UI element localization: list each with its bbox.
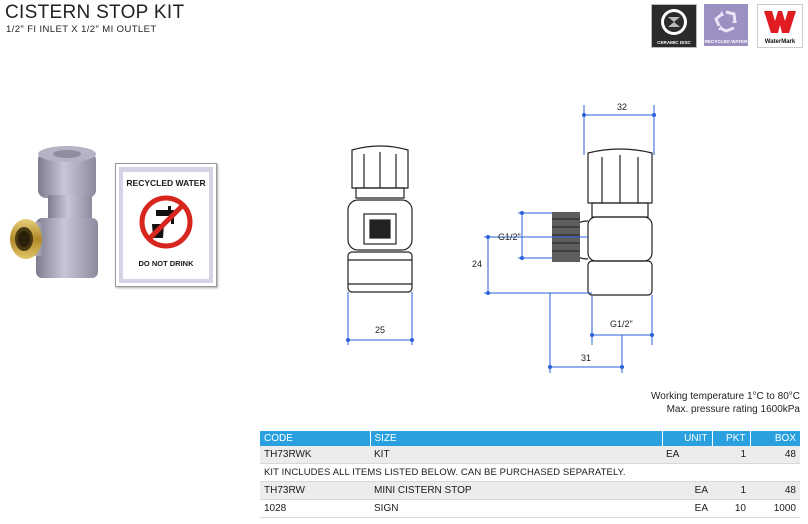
page-subtitle: 1/2" FI INLET X 1/2" MI OUTLET bbox=[6, 24, 157, 35]
dim-bottom: 31 bbox=[581, 353, 591, 363]
sign-footer: DO NOT DRINK bbox=[138, 259, 194, 268]
watermark-logo bbox=[764, 11, 796, 33]
cell-code: TH73RWK bbox=[260, 446, 370, 464]
dim-height: 24 bbox=[472, 259, 482, 269]
recycled-water-label: RECYCLED WATER bbox=[704, 39, 748, 44]
cell-unit: EA bbox=[662, 481, 712, 500]
no-drinking-icon bbox=[139, 195, 193, 249]
ceramic-disc-icon bbox=[652, 5, 696, 39]
watermark-badge: WaterMark bbox=[757, 4, 803, 48]
cell-box: 1000 bbox=[750, 499, 800, 518]
cell-code: TH73RW bbox=[260, 481, 370, 500]
cell-pkt: 10 bbox=[712, 499, 750, 518]
dim-front-width: 25 bbox=[375, 325, 385, 335]
side-technical-drawing: 32 G1/2" 24 G1/2" 31 bbox=[472, 102, 656, 373]
cell-pkt: 1 bbox=[712, 481, 750, 500]
table-note-row: KIT INCLUDES ALL ITEMS LISTED BELOW. CAN… bbox=[260, 463, 800, 482]
cell-size: MINI CISTERN STOP bbox=[370, 481, 662, 500]
cell-unit: EA bbox=[662, 499, 712, 518]
ceramic-disc-badge: CERAMIC DISC bbox=[651, 4, 697, 48]
valve-product-image bbox=[10, 146, 98, 278]
col-pkt: PKT bbox=[712, 431, 751, 446]
spec-temperature: Working temperature 1°C to 80°C bbox=[651, 391, 800, 402]
cell-size: SIGN bbox=[370, 499, 662, 518]
product-table: CODE SIZE UNIT PKT BOX TH73RWK KIT EA 1 … bbox=[260, 431, 800, 518]
cell-box: 48 bbox=[750, 446, 800, 464]
kit-note: KIT INCLUDES ALL ITEMS LISTED BELOW. CAN… bbox=[260, 463, 800, 482]
dim-thread-bottom: G1/2" bbox=[610, 319, 633, 329]
recycled-water-badge: RECYCLED WATER bbox=[704, 4, 748, 46]
specifications: Working temperature 1°C to 80°C Max. pre… bbox=[610, 391, 800, 416]
spec-pressure: Max. pressure rating 1600kPa bbox=[666, 403, 800, 415]
cell-pkt: 1 bbox=[712, 446, 750, 464]
page-title: CISTERN STOP KIT bbox=[5, 2, 185, 23]
sign-heading: RECYCLED WATER bbox=[126, 178, 206, 188]
table-row: 1028 SIGN EA 10 1000 bbox=[260, 499, 800, 518]
table-header-row: CODE SIZE UNIT PKT BOX bbox=[260, 431, 800, 446]
col-code: CODE bbox=[260, 431, 371, 446]
table-row: TH73RWK KIT EA 1 48 bbox=[260, 446, 800, 464]
recycled-water-sign: RECYCLED WATER DO NOT DRINK bbox=[115, 163, 217, 287]
front-technical-drawing: 25 bbox=[346, 145, 414, 345]
ceramic-disc-label: CERAMIC DISC bbox=[652, 39, 696, 47]
dim-thread-left: G1/2" bbox=[498, 232, 521, 242]
col-unit: UNIT bbox=[662, 431, 713, 446]
col-size: SIZE bbox=[370, 431, 663, 446]
table-row: TH73RW MINI CISTERN STOP EA 1 48 bbox=[260, 481, 800, 500]
cell-code: 1028 bbox=[260, 499, 370, 518]
recycle-icon bbox=[714, 10, 737, 33]
cell-unit: EA bbox=[662, 446, 712, 464]
cell-box: 48 bbox=[750, 481, 800, 500]
cell-size: KIT bbox=[370, 446, 662, 464]
col-box: BOX bbox=[750, 431, 800, 446]
dim-side-top: 32 bbox=[617, 102, 627, 112]
watermark-label: WaterMark bbox=[764, 39, 796, 45]
